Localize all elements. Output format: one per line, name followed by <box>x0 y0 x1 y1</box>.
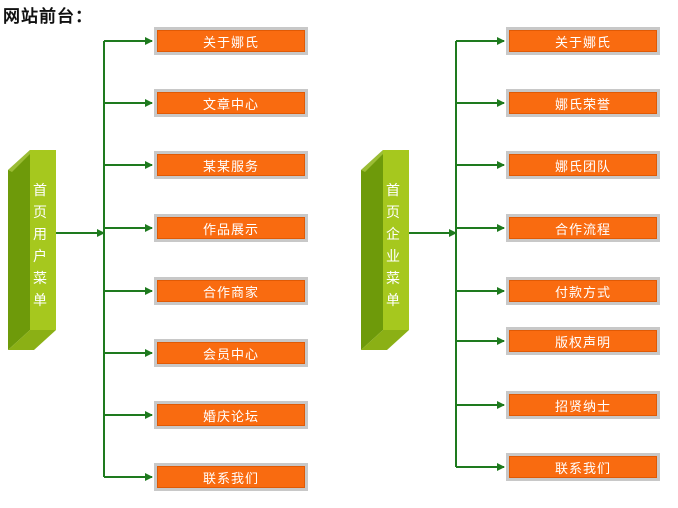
right-menu-item[interactable]: 付款方式 <box>506 277 660 305</box>
right-menu-item[interactable]: 版权声明 <box>506 327 660 355</box>
left-menu-item[interactable]: 关于娜氏 <box>154 27 308 55</box>
right-menu-item[interactable]: 合作流程 <box>506 214 660 242</box>
left-menu-item[interactable]: 会员中心 <box>154 339 308 367</box>
left-menu-label: 首页用户菜单 <box>33 183 47 309</box>
right-menu-item[interactable]: 联系我们 <box>506 453 660 481</box>
left-connectors <box>56 37 153 481</box>
right-menu-item[interactable]: 关于娜氏 <box>506 27 660 55</box>
right-menu-item[interactable]: 娜氏荣誉 <box>506 89 660 117</box>
right-menu-pillar: 首页企业菜单 <box>361 150 409 350</box>
left-menu-item[interactable]: 某某服务 <box>154 151 308 179</box>
left-menu-item[interactable]: 联系我们 <box>154 463 308 491</box>
right-menu-label: 首页企业菜单 <box>386 183 400 309</box>
right-menu-item[interactable]: 招贤纳士 <box>506 391 660 419</box>
diagram-title: 网站前台： <box>3 7 93 27</box>
left-menu-pillar: 首页用户菜单 <box>8 150 56 350</box>
right-connectors <box>409 37 505 471</box>
left-menu-item[interactable]: 作品展示 <box>154 214 308 242</box>
right-menu-item[interactable]: 娜氏团队 <box>506 151 660 179</box>
left-menu-item[interactable]: 文章中心 <box>154 89 308 117</box>
left-menu-item[interactable]: 婚庆论坛 <box>154 401 308 429</box>
left-menu-item[interactable]: 合作商家 <box>154 277 308 305</box>
